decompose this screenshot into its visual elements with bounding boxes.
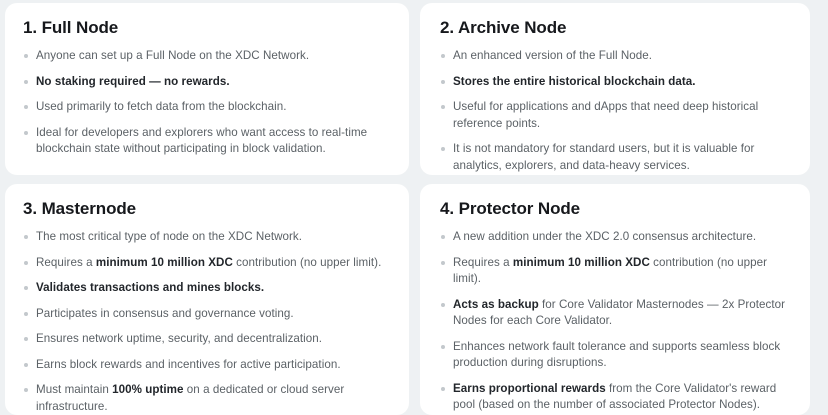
bullet-dot-icon: [441, 260, 445, 265]
bullet-emphasis: Acts as backup: [453, 297, 539, 311]
bullet-item: Useful for applications and dApps that n…: [440, 99, 788, 132]
card-slot-4: 4. Protector Node A new addition under t…: [414, 179, 828, 415]
bullet-item: Requires a minimum 10 million XDC contri…: [440, 255, 788, 288]
bullet-text: Earns proportional rewards from the Core…: [453, 381, 777, 412]
card-title: 1. Full Node: [23, 18, 119, 37]
bullet-item: The most critical type of node on the XD…: [23, 229, 387, 246]
bullet-item: Ideal for developers and explorers who w…: [23, 125, 387, 158]
bullet-text: Ideal for developers and explorers who w…: [36, 125, 368, 156]
bullet-dot-icon: [441, 386, 445, 391]
bullet-dot-icon: [24, 105, 28, 109]
card-slot-3: 3. Masternode The most critical type of …: [0, 179, 414, 415]
bullet-dot-icon: [24, 337, 28, 341]
bullet-item: No staking required — no rewards.: [23, 74, 387, 91]
bullet-emphasis: minimum 10 million XDC: [95, 255, 233, 269]
bullet-text: Earns block rewards and incentives for a…: [36, 357, 341, 371]
bullet-text: No staking required — no rewards.: [36, 74, 230, 88]
bullet-item: Earns proportional rewards from the Core…: [440, 381, 788, 414]
node-card-full-node: 1. Full Node Anyone can set up a Full No…: [5, 3, 409, 175]
bullet-dot-icon: [441, 105, 445, 109]
bullet-dot-icon: [24, 260, 28, 265]
bullet-emphasis: 100% uptime: [112, 383, 184, 396]
bullet-text: An enhanced version of the Full Node.: [453, 49, 653, 62]
card-slot-1: 1. Full Node Anyone can set up a Full No…: [0, 0, 414, 179]
bullet-dot-icon: [24, 286, 28, 290]
bullet-item: Anyone can set up a Full Node on the XDC…: [23, 48, 387, 65]
bullet-text: Enhances network fault tolerance and sup…: [453, 339, 781, 370]
bullet-list: The most critical type of node on the XD…: [23, 229, 387, 415]
bullet-dot-icon: [441, 54, 445, 58]
bullet-text: Validates transactions and mines blocks.: [36, 281, 265, 294]
bullet-text: Stores the entire historical blockchain …: [453, 74, 696, 88]
bullet-item: It is not mandatory for standard users, …: [440, 141, 788, 174]
bullet-list: Anyone can set up a Full Node on the XDC…: [23, 48, 387, 158]
node-card-protector-node: 4. Protector Node A new addition under t…: [420, 184, 810, 415]
bullet-item: A new addition under the XDC 2.0 consens…: [440, 229, 788, 246]
bullet-item: Acts as backup for Core Validator Master…: [440, 297, 788, 330]
bullet-item: Ensures network uptime, security, and de…: [23, 331, 387, 348]
bullet-list: An enhanced version of the Full Node. Sto…: [440, 48, 788, 174]
bullet-text: Acts as backup for Core Validator Master…: [453, 297, 786, 328]
bullet-item: Stores the entire historical blockchain …: [440, 74, 788, 91]
bullet-item: Requires a minimum 10 million XDC contri…: [23, 255, 387, 272]
node-card-masternode: 3. Masternode The most critical type of …: [5, 184, 409, 415]
bullet-text: Ensures network uptime, security, and de…: [36, 332, 323, 345]
bullet-item: An enhanced version of the Full Node.: [440, 48, 788, 65]
bullet-text: Used primarily to fetch data from the bl…: [36, 100, 287, 113]
bullet-item: Used primarily to fetch data from the bl…: [23, 99, 387, 116]
bullet-text: Must maintain 100% uptime on a dedicated…: [36, 383, 345, 413]
bullet-text: Requires a minimum 10 million XDC contri…: [453, 255, 768, 286]
bullet-item: Enhances network fault tolerance and sup…: [440, 339, 788, 372]
bullet-dot-icon: [24, 311, 28, 316]
bullet-item: Participates in consensus and governance…: [23, 306, 387, 323]
bullet-dot-icon: [441, 79, 445, 84]
bullet-dot-icon: [24, 130, 28, 135]
bullet-dot-icon: [441, 147, 445, 151]
bullet-emphasis: Earns proportional rewards: [453, 381, 606, 395]
bullet-dot-icon: [24, 362, 28, 367]
bullet-item: Validates transactions and mines blocks.: [23, 280, 387, 297]
bullet-dot-icon: [24, 79, 28, 84]
node-card-archive-node: 2. Archive Node An enhanced version of t…: [420, 3, 810, 175]
bullet-emphasis: minimum 10 million XDC: [512, 255, 650, 269]
card-title: 2. Archive Node: [440, 18, 567, 37]
bullet-dot-icon: [24, 235, 28, 239]
bullet-item: Earns block rewards and incentives for a…: [23, 357, 387, 374]
card-title: 3. Masternode: [23, 199, 137, 218]
bullet-dot-icon: [441, 344, 445, 349]
bullet-list: A new addition under the XDC 2.0 consens…: [440, 229, 788, 415]
bullet-text: Anyone can set up a Full Node on the XDC…: [36, 49, 310, 62]
bullet-text: It is not mandatory for standard users, …: [453, 142, 755, 172]
bullet-text: Requires a minimum 10 million XDC contri…: [36, 255, 382, 269]
bullet-dot-icon: [24, 388, 28, 392]
card-title: 4. Protector Node: [440, 199, 580, 218]
card-slot-2: 2. Archive Node An enhanced version of t…: [414, 0, 828, 179]
bullet-dot-icon: [441, 235, 445, 239]
bullet-dot-icon: [24, 54, 28, 58]
bullet-text: The most critical type of node on the XD…: [36, 230, 303, 243]
bullet-text: A new addition under the XDC 2.0 consens…: [453, 230, 757, 243]
bullet-item: Must maintain 100% uptime on a dedicated…: [23, 382, 387, 415]
bullet-text: Useful for applications and dApps that n…: [453, 100, 759, 130]
bullet-text: Participates in consensus and governance…: [36, 306, 294, 320]
bullet-dot-icon: [441, 302, 445, 307]
